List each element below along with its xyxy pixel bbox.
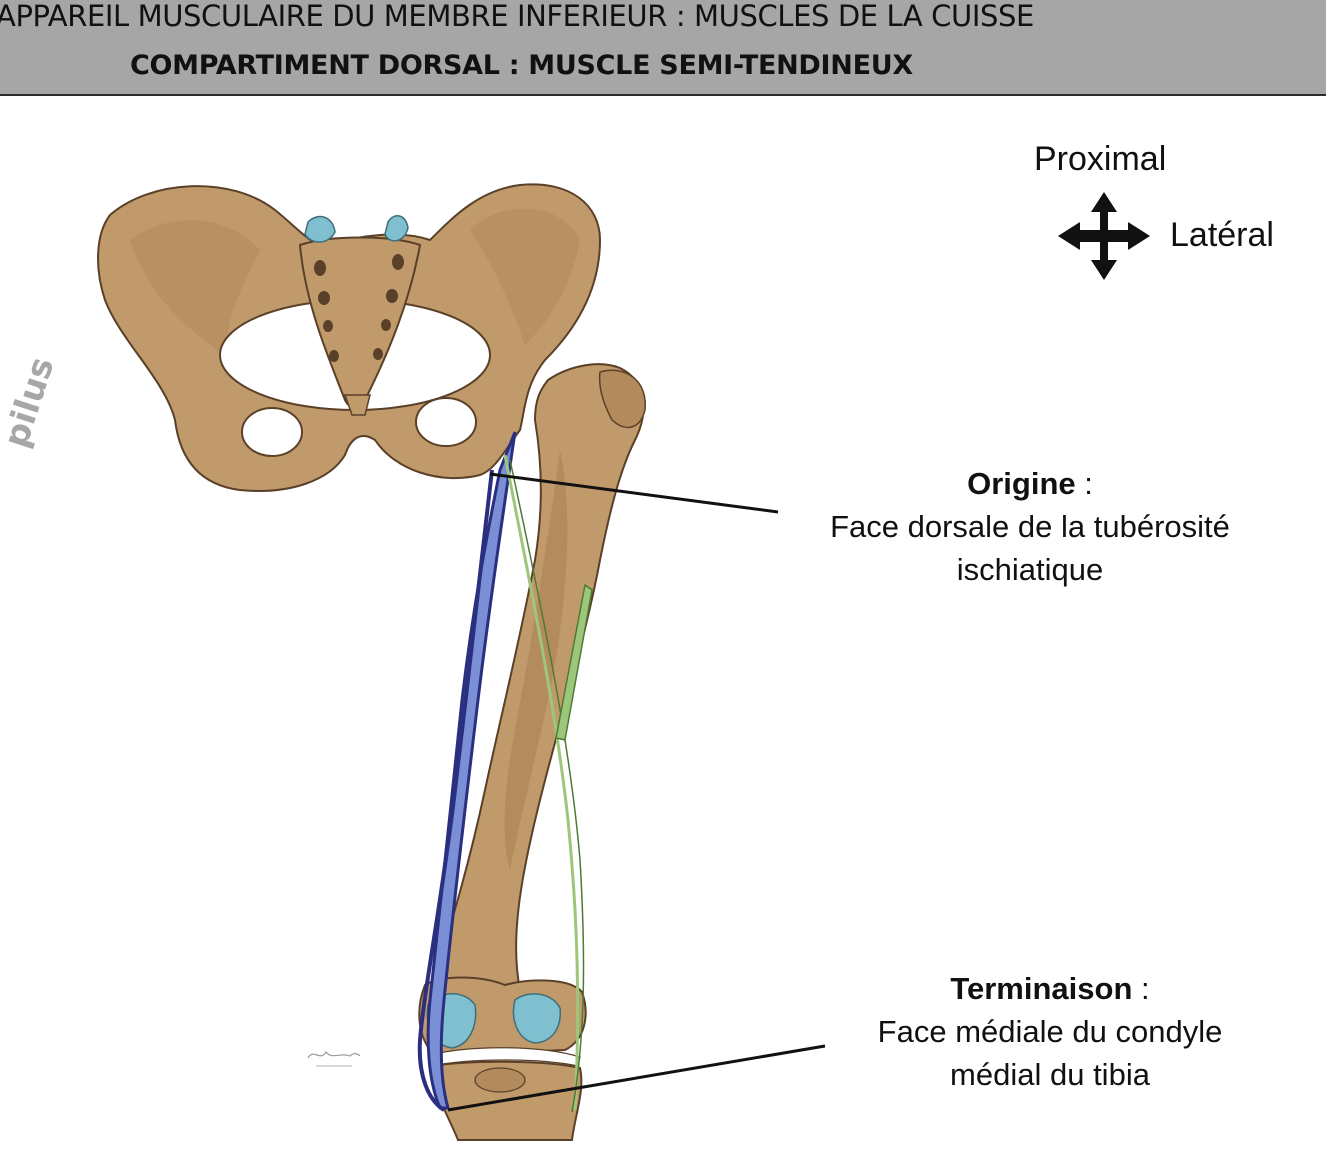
greater-trochanter: [598, 369, 646, 429]
termination-separator: :: [1132, 971, 1150, 1006]
header-title: APPAREIL MUSCULAIRE DU MEMBRE INFERIEUR …: [0, 0, 1034, 33]
termination-heading: Terminaison :: [800, 967, 1300, 1010]
sacral-foramen: [318, 291, 330, 305]
pelvis: [97, 183, 602, 492]
linea-aspera-insertion: [555, 583, 593, 741]
sacral-articular-cartilage: [384, 215, 409, 242]
sacral-foramen: [381, 319, 391, 331]
sacral-foramen: [323, 320, 333, 332]
obturator-foramen-left: [241, 407, 303, 457]
adjacent-muscle-outline: [509, 459, 585, 1113]
orientation-arrows-icon: [1058, 192, 1150, 280]
iliac-shading-left: [130, 220, 260, 360]
termination-text-line2: médial du tibia: [950, 1057, 1150, 1092]
coccyx: [343, 394, 371, 416]
sacral-foramen: [373, 348, 383, 360]
termination-callout: Terminaison : Face médiale du condyle mé…: [800, 967, 1300, 1096]
obturator-foramen-right: [415, 397, 477, 447]
sacral-articular-cartilage: [304, 215, 336, 243]
origin-text-line2: ischiatique: [956, 552, 1104, 587]
orientation-label-lateral: Latéral: [1170, 216, 1274, 254]
semitendinosus-medial-edge: [417, 469, 494, 1112]
origin-title: Origine: [967, 466, 1076, 501]
origin-text-line1: Face dorsale de la tubérosité: [830, 509, 1230, 544]
sacrum: [298, 236, 422, 409]
orientation-label-proximal: Proximal: [1034, 140, 1167, 178]
sacral-foramen: [392, 254, 404, 270]
termination-leader-line: [447, 1044, 826, 1112]
lateral-condyle-cartilage: [512, 993, 561, 1044]
sacral-foramen: [386, 289, 398, 303]
semitendinosus-muscle: [426, 431, 517, 1110]
femur-shaft-shading: [504, 450, 568, 870]
termination-text-line1: Face médiale du condyle: [877, 1014, 1223, 1049]
muscles: [417, 431, 593, 1113]
origin-heading: Origine :: [780, 462, 1280, 505]
header-subtitle: COMPARTIMENT DORSAL : MUSCLE SEMI-TENDIN…: [130, 50, 913, 81]
header-banner: APPAREIL MUSCULAIRE DU MEMBRE INFERIEUR …: [0, 0, 1326, 96]
sacral-foramen: [329, 350, 339, 362]
sacral-foramen: [314, 260, 326, 276]
origin-separator: :: [1075, 466, 1093, 501]
origin-callout: Origine : Face dorsale de la tubérosité …: [780, 462, 1280, 591]
origin-leader-line: [489, 472, 779, 514]
artist-signature: [307, 1050, 361, 1067]
adjacent-muscle-outline: [503, 454, 580, 1111]
termination-title: Terminaison: [950, 971, 1133, 1006]
tibial-tuberosity: [474, 1067, 526, 1093]
iliac-shading-right: [470, 208, 580, 345]
knee-joint: [418, 976, 587, 1141]
femur: [428, 363, 646, 1012]
